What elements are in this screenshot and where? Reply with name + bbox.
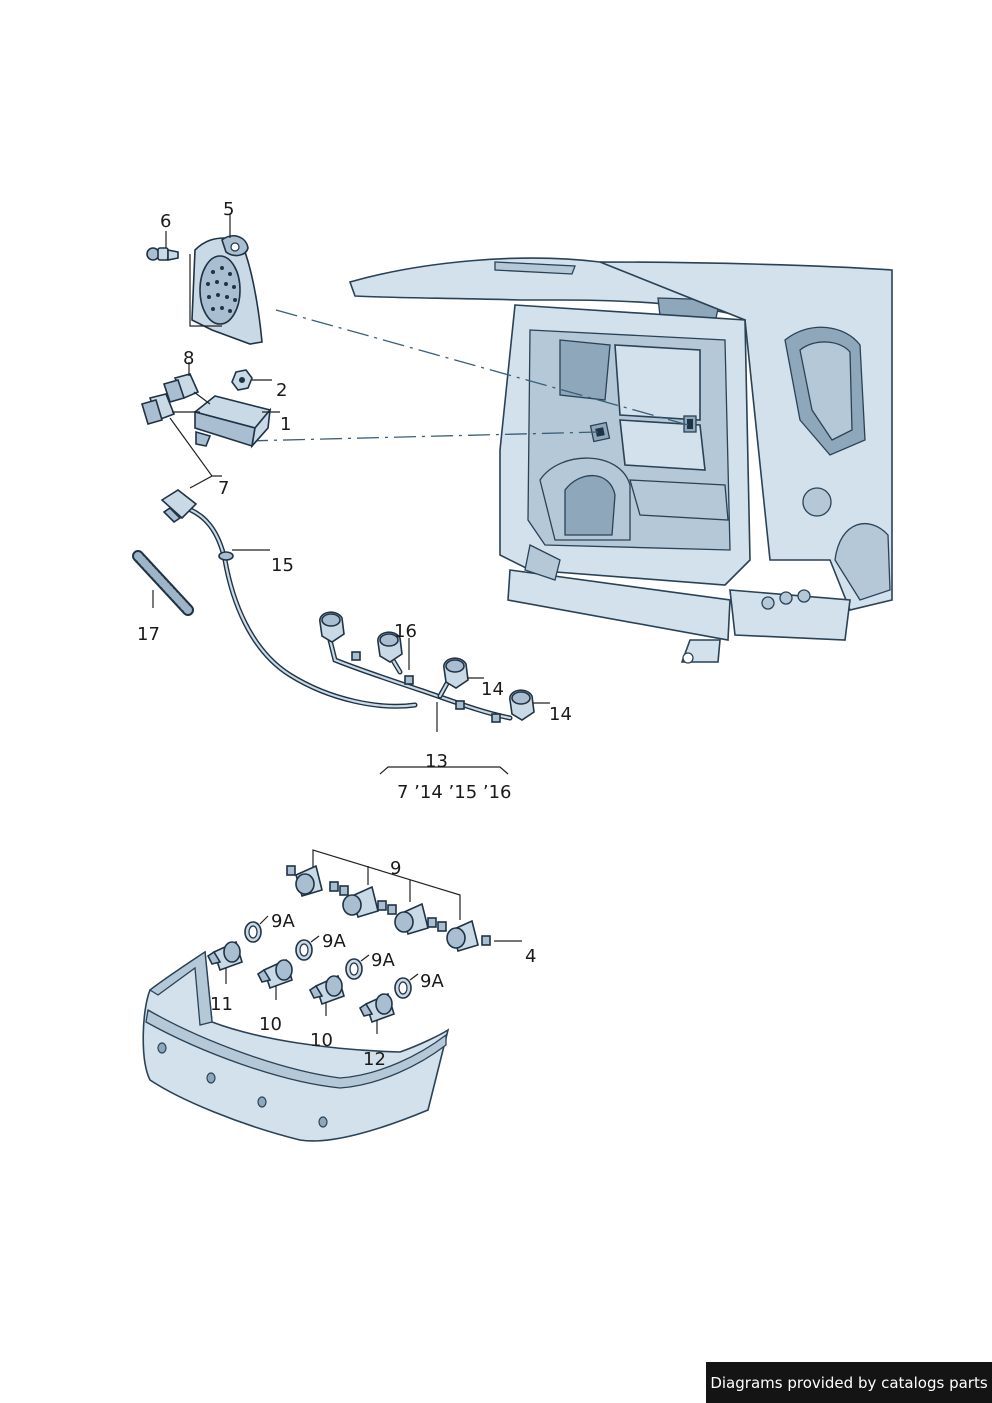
sensor-holder-part-10 <box>256 958 293 1000</box>
callout-14-a: 14 <box>481 679 504 700</box>
callout-4: 4 <box>525 946 536 967</box>
corrugated-tube-part-17 <box>132 550 194 616</box>
callout-11: 11 <box>210 994 233 1015</box>
location-line-control-unit <box>245 431 599 442</box>
callout-9a-2: 9A <box>322 931 346 952</box>
callout-6: 6 <box>160 211 171 232</box>
vehicle-rear-body <box>348 257 893 664</box>
sensor-holder-part-11 <box>206 940 243 984</box>
location-line-buzzer <box>275 309 689 426</box>
callout-14-b: 14 <box>549 704 572 725</box>
callout-9a-4: 9A <box>420 971 444 992</box>
parking-sensor-part-9 <box>286 864 522 952</box>
callout-15: 15 <box>271 555 294 576</box>
callout-12: 12 <box>363 1049 386 1070</box>
parking-aid-control-unit-part-1 <box>172 391 280 449</box>
warning-buzzer-part-5 <box>189 214 263 345</box>
callout-16: 16 <box>394 621 417 642</box>
callout-17: 17 <box>137 624 160 645</box>
callout-9a-3: 9A <box>371 950 395 971</box>
connector-part-7 <box>141 393 176 425</box>
callout-1: 1 <box>280 414 291 435</box>
bracket-line-9 <box>312 849 461 920</box>
callout-13-subparts: 7 ’14 ’15 ’16 <box>397 782 512 803</box>
callout-9: 9 <box>390 858 401 879</box>
callout-2: 2 <box>276 380 287 401</box>
callout-9a-1: 9A <box>271 911 295 932</box>
callout-7: 7 <box>218 478 229 499</box>
sensor-holder-part-10-b <box>308 974 345 1016</box>
callout-8: 8 <box>183 348 194 369</box>
connector-part-14 <box>443 657 550 721</box>
rear-bumper <box>142 950 450 1142</box>
sensor-holder-part-12 <box>358 992 395 1034</box>
connector-part-16 <box>319 611 410 670</box>
footer-credit: Diagrams provided by catalogs parts <box>706 1362 992 1403</box>
connector-part-8 <box>162 362 200 403</box>
nut-part-2 <box>231 369 272 391</box>
bracket-line-13 <box>379 766 509 775</box>
screw-part-6 <box>146 231 179 261</box>
callout-10-a: 10 <box>259 1014 282 1035</box>
wiring-harness-part-15 <box>160 489 418 709</box>
callout-13: 13 <box>425 751 448 772</box>
sensor-ring-part-9a <box>244 915 419 999</box>
callout-10-b: 10 <box>310 1030 333 1051</box>
callout-5: 5 <box>223 199 234 220</box>
